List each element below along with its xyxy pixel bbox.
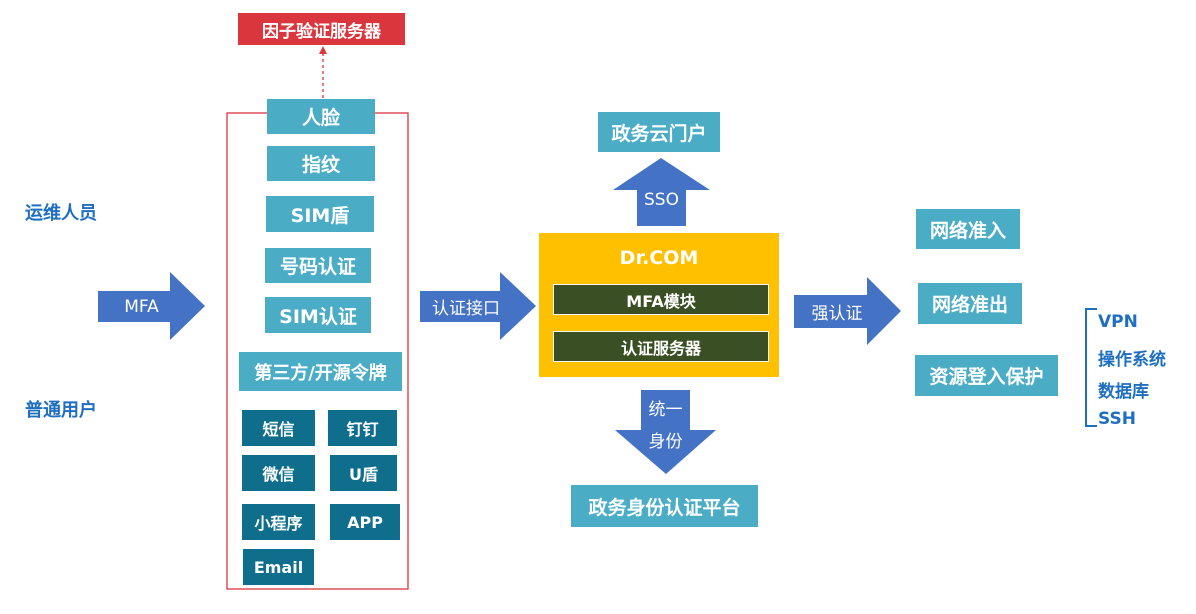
mfa-arrow (98, 272, 205, 340)
resource-login-protection: 资源登入保护 (915, 355, 1058, 396)
factor-number-auth: 号码认证 (265, 248, 371, 283)
token-dingtalk: 钉钉 (328, 410, 397, 446)
factor-server-label: 因子验证服务器 (262, 21, 381, 42)
drcom-title: Dr.COM (619, 247, 699, 269)
unified-arrow-label-line2: 身份 (648, 431, 683, 452)
drcom-block: Dr.COM MFA模块 认证服务器 (539, 233, 779, 377)
ops-user-label: 运维人员 (25, 203, 97, 224)
auth-interface-arrow (420, 272, 536, 340)
unified-arrow (615, 390, 716, 474)
mfa-arrow-label: MFA (124, 296, 159, 317)
unified-arrow-label-line1: 统一 (648, 399, 683, 420)
strong-auth-label: 强认证 (811, 304, 863, 324)
network-exit: 网络准出 (918, 283, 1022, 324)
resource-database: 数据库 (1098, 382, 1149, 402)
factor-sim-shield: SIM盾 (266, 196, 374, 232)
factor-fingerprint: 指纹 (267, 146, 375, 181)
resource-vpn: VPN (1098, 312, 1138, 332)
drcom-mfa-module: MFA模块 (553, 284, 769, 315)
auth-interface-label: 认证接口 (432, 299, 500, 319)
resource-os: 操作系统 (1098, 350, 1166, 370)
strong-auth-arrow (794, 277, 901, 345)
factor-sim-auth: SIM认证 (265, 297, 371, 333)
token-ukey: U盾 (330, 455, 397, 491)
gov-cloud-portal: 政务云门户 (598, 112, 720, 152)
token-sms: 短信 (242, 410, 315, 446)
factor-server-box: 因子验证服务器 (238, 13, 405, 45)
token-wechat: 微信 (242, 455, 315, 491)
general-user-label: 普通用户 (25, 400, 97, 421)
resource-bracket (1085, 308, 1097, 427)
resource-ssh: SSH (1098, 409, 1136, 429)
token-miniprogram: 小程序 (242, 504, 315, 540)
sso-arrow (613, 158, 710, 226)
token-email: Email (243, 549, 314, 585)
network-admission: 网络准入 (916, 209, 1020, 249)
gov-identity-platform: 政务身份认证平台 (571, 485, 758, 527)
sso-arrow-label: SSO (644, 189, 679, 210)
drcom-auth-server: 认证服务器 (553, 331, 769, 362)
token-app: APP (330, 504, 400, 540)
factor-face: 人脸 (267, 99, 375, 134)
dashed-connector-arrowhead (319, 46, 327, 54)
factor-third-party: 第三方/开源令牌 (239, 352, 402, 391)
